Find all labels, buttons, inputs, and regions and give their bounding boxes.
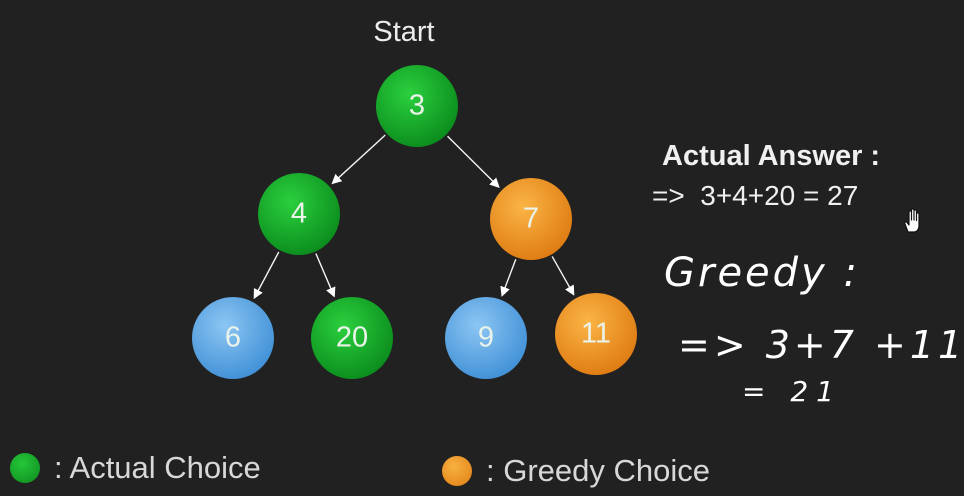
start-label: Start [373, 16, 435, 48]
edge-n3-n4 [331, 134, 386, 185]
node-label: 4 [291, 198, 307, 230]
tree-node-6: 6 [192, 297, 274, 379]
tree-node-11: 11 [555, 293, 637, 375]
actual-choice-dot-icon [10, 453, 40, 483]
edge-n7-n9 [500, 258, 517, 297]
node-label: 3 [409, 90, 425, 122]
legend-greedy: : Greedy Choice [442, 453, 710, 489]
node-circle-actual [376, 65, 458, 147]
tree-node-7: 7 [490, 178, 572, 260]
legend-greedy-label: : Greedy Choice [486, 453, 710, 488]
node-label: 7 [523, 203, 539, 235]
node-circle-actual [311, 297, 393, 379]
node-circle-other [445, 297, 527, 379]
node-circle-greedy [555, 293, 637, 375]
edge-n4-n20 [315, 253, 336, 298]
actual-answer-title: Actual Answer : [662, 140, 881, 172]
actual-answer-equation: => 3+4+20 = 27 [652, 180, 859, 211]
greedy-note-result: = 21 [742, 375, 842, 408]
legend-actual-label: : Actual Choice [54, 450, 261, 485]
node-label: 9 [478, 322, 494, 354]
legend-actual: : Actual Choice [10, 450, 261, 486]
edge-n3-n7 [447, 135, 500, 189]
edge-n4-n6 [253, 251, 280, 300]
node-label: 11 [581, 318, 611, 350]
tree-node-20: 20 [311, 297, 393, 379]
tree-node-9: 9 [445, 297, 527, 379]
greedy-note-title: Greedy : [664, 250, 860, 296]
greedy-note-sum: => 3+7 +11 [678, 323, 964, 367]
greedy-choice-dot-icon [442, 456, 472, 486]
tree-node-3: 3 [376, 65, 458, 147]
node-label: 20 [336, 322, 368, 354]
hand-pointer-icon [904, 208, 920, 233]
edge-n7-n11 [551, 256, 575, 296]
node-circle-other [192, 297, 274, 379]
node-circle-greedy [490, 178, 572, 260]
node-label: 6 [225, 322, 241, 354]
node-circle-actual [258, 173, 340, 255]
tree-node-4: 4 [258, 173, 340, 255]
